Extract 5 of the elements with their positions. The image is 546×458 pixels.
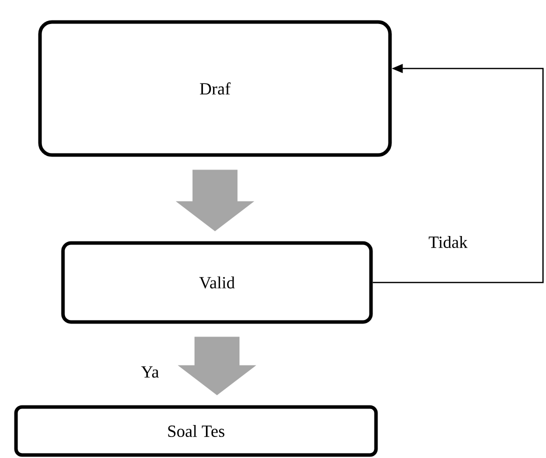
process-box: Valid	[61, 241, 373, 324]
process-box: Draf	[38, 20, 392, 157]
edge-label: Ya	[140, 365, 160, 379]
process-box: Soal Tes	[14, 405, 378, 457]
edge-label: Tidak	[427, 235, 469, 249]
